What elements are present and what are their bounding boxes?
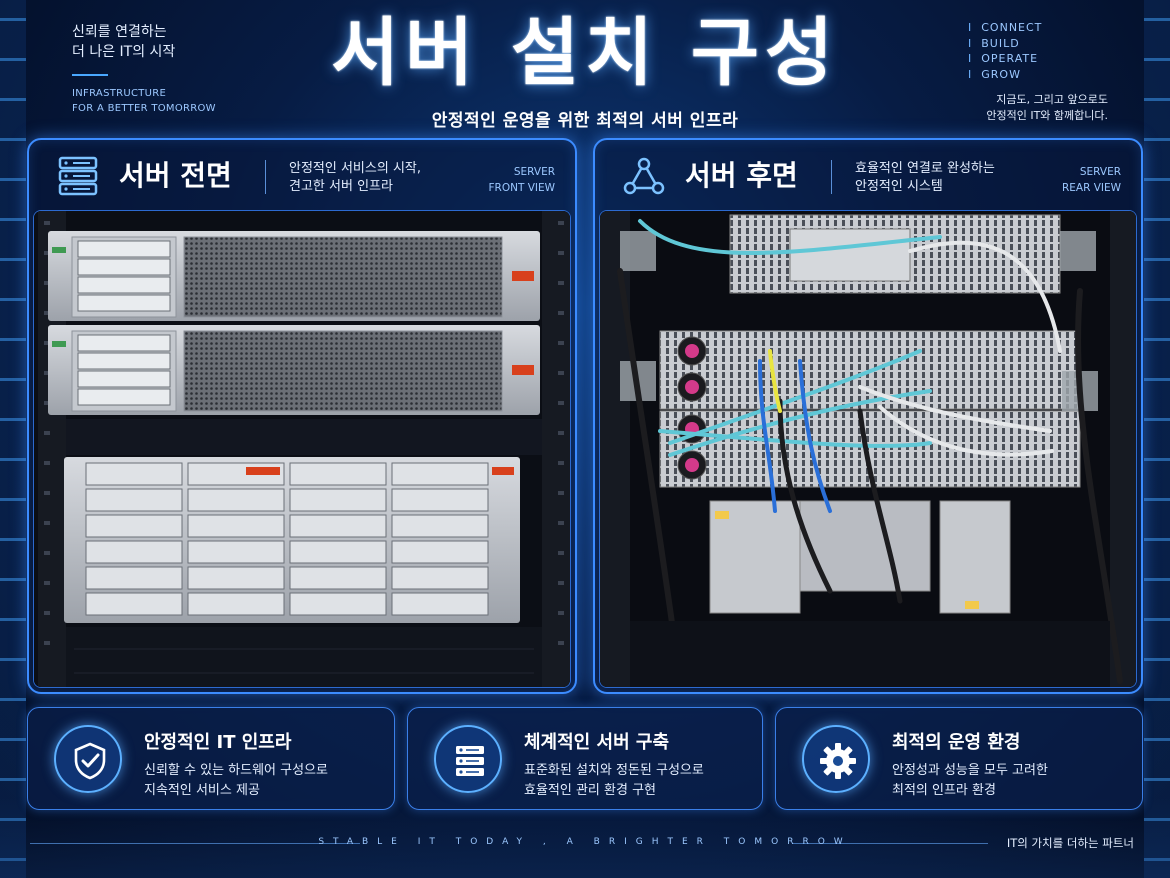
header-left-kr-2: 더 나은 IT의 시작 xyxy=(72,44,176,60)
front-rack-illustration xyxy=(34,211,570,687)
feature-desc-line-2: 최적의 인프라 환경 xyxy=(892,783,996,798)
feature-description: 안정성과 성능을 모두 고려한 최적의 인프라 환경 xyxy=(892,761,1048,801)
server-rear-en-label: SERVER REAR VIEW xyxy=(1062,164,1121,196)
server-front-header: 서버 전면 안정적인 서비스의 시작, 견고한 서버 인프라 SERVER FR… xyxy=(29,140,575,212)
server-rear-photo xyxy=(599,210,1137,688)
header-right-tagline: 지금도, 그리고 앞으로도 안정적인 IT와 함께합니다. xyxy=(908,92,1108,124)
shield-check-icon xyxy=(74,742,106,780)
front-desc-line-1: 안정적인 서비스의 시작, xyxy=(289,161,421,176)
floor-glow xyxy=(0,798,1170,878)
feature-desc-line-1: 신뢰할 수 있는 하드웨어 구성으로 xyxy=(144,763,328,778)
keyword-build: BUILD xyxy=(968,36,1108,52)
footer-slogan: STABLE IT TODAY , A BRIGHTER TOMORROW xyxy=(318,837,852,847)
rear-en-line-2: REAR VIEW xyxy=(1061,182,1121,194)
server-front-description: 안정적인 서비스의 시작, 견고한 서버 인프라 xyxy=(289,160,421,196)
tagline-line-2: 안정적인 IT와 함께합니다. xyxy=(986,109,1108,122)
left-light-column xyxy=(0,0,26,878)
feature-desc-line-1: 안정성과 성능을 모두 고려한 xyxy=(892,763,1048,778)
footer-line-right xyxy=(792,843,988,844)
header-left-en-2: FOR A BETTER TOMORROW xyxy=(72,103,216,114)
keyword-connect: CONNECT xyxy=(968,20,1108,36)
network-nodes-icon xyxy=(623,157,665,195)
header-divider xyxy=(265,160,266,194)
feature-desc-line-2: 지속적인 서비스 제공 xyxy=(144,783,260,798)
gear-icon xyxy=(820,743,856,779)
rear-en-line-1: SERVER xyxy=(1079,166,1121,178)
server-front-title: 서버 전면 xyxy=(119,159,232,192)
feature-title: 체계적인 서버 구축 xyxy=(524,732,670,753)
keyword-operate: OPERATE xyxy=(968,51,1108,67)
feature-description: 신뢰할 수 있는 하드웨어 구성으로 지속적인 서비스 제공 xyxy=(144,761,328,801)
keyword-list: CONNECT BUILD OPERATE GROW xyxy=(968,20,1108,82)
header-right-block: CONNECT BUILD OPERATE GROW 지금도, 그리고 앞으로도… xyxy=(968,20,1108,122)
server-rear-panel: 서버 후면 효율적인 연결로 완성하는 안정적인 시스템 SERVER REAR… xyxy=(593,138,1143,694)
header-left-kr-1: 신뢰를 연결하는 xyxy=(72,24,167,40)
header-divider xyxy=(831,160,832,194)
front-en-line-1: SERVER xyxy=(513,166,555,178)
feature-card-optimal-ops: 최적의 운영 환경 안정성과 성능을 모두 고려한 최적의 인프라 환경 xyxy=(775,707,1143,810)
front-en-line-2: FRONT VIEW xyxy=(488,182,555,194)
server-icon xyxy=(456,746,484,776)
feature-title: 안정적인 IT 인프라 xyxy=(144,732,292,753)
feature-icon-circle xyxy=(802,725,870,793)
front-desc-line-2: 견고한 서버 인프라 xyxy=(289,179,393,194)
server-rear-description: 효율적인 연결로 완성하는 안정적인 시스템 xyxy=(855,160,995,196)
rear-desc-line-1: 효율적인 연결로 완성하는 xyxy=(855,161,995,176)
header-left-en-1: INFRASTRUCTURE xyxy=(72,88,167,99)
feature-desc-line-2: 효율적인 관리 환경 구현 xyxy=(524,783,656,798)
feature-title: 최적의 운영 환경 xyxy=(892,732,1021,753)
feature-desc-line-1: 표준화된 설치와 정돈된 구성으로 xyxy=(524,763,704,778)
page-subtitle: 안정적인 운영을 위한 최적의 서버 인프라 xyxy=(431,111,739,131)
feature-description: 표준화된 설치와 정돈된 구성으로 효율적인 관리 환경 구현 xyxy=(524,761,704,801)
rear-desc-line-2: 안정적인 시스템 xyxy=(855,179,943,194)
header-left-block: 신뢰를 연결하는 더 나은 IT의 시작 INFRASTRUCTURE FOR … xyxy=(72,22,272,116)
rear-rack-illustration xyxy=(600,211,1136,687)
footer-line-left xyxy=(30,843,360,844)
header-left-divider xyxy=(72,74,108,76)
feature-card-server-build: 체계적인 서버 구축 표준화된 설치와 정돈된 구성으로 효율적인 관리 환경 … xyxy=(407,707,763,810)
feature-icon-circle xyxy=(54,725,122,793)
server-front-panel: 서버 전면 안정적인 서비스의 시작, 견고한 서버 인프라 SERVER FR… xyxy=(27,138,577,694)
tagline-line-1: 지금도, 그리고 앞으로도 xyxy=(996,93,1108,106)
server-stack-icon xyxy=(58,156,98,196)
server-front-en-label: SERVER FRONT VIEW xyxy=(488,164,555,196)
page-title: 서버 설치 구성 xyxy=(330,10,839,96)
server-front-photo xyxy=(33,210,571,688)
server-rear-header: 서버 후면 효율적인 연결로 완성하는 안정적인 시스템 SERVER REAR… xyxy=(595,140,1141,212)
right-light-column xyxy=(1144,0,1170,878)
keyword-grow: GROW xyxy=(968,67,1108,83)
footer-partner-text: IT의 가치를 더하는 파트너 xyxy=(1006,836,1134,850)
server-rear-title: 서버 후면 xyxy=(685,159,798,192)
feature-card-stable-infra: 안정적인 IT 인프라 신뢰할 수 있는 하드웨어 구성으로 지속적인 서비스 … xyxy=(27,707,395,810)
feature-icon-circle xyxy=(434,725,502,793)
